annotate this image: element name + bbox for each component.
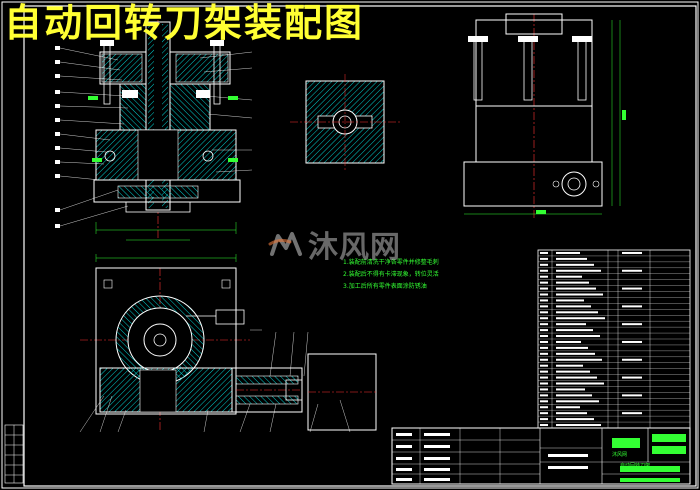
parts-row-material — [622, 358, 642, 361]
parts-row-number — [540, 257, 548, 260]
parts-row-text — [556, 323, 586, 326]
parts-row-number — [540, 251, 548, 254]
parts-row-number — [540, 418, 548, 421]
parts-row-number — [540, 293, 548, 296]
parts-list — [537, 249, 691, 429]
parts-row-number — [540, 358, 548, 361]
title-block — [391, 427, 691, 485]
parts-row-number — [540, 263, 548, 266]
parts-row-text — [556, 317, 605, 320]
parts-row-material — [622, 287, 642, 290]
parts-row-number — [540, 340, 548, 343]
parts-row-number — [540, 275, 548, 278]
parts-row-material — [622, 412, 642, 415]
title-block-drawing-name: 自动回转刀架 — [620, 463, 651, 469]
parts-row-number — [540, 394, 548, 397]
parts-row-text — [556, 335, 600, 338]
parts-row-material — [622, 269, 642, 272]
parts-row-text — [556, 382, 604, 385]
inner-frame — [23, 5, 697, 487]
parts-row-text — [556, 329, 593, 332]
parts-row-number — [540, 317, 548, 320]
parts-row-number — [540, 299, 548, 302]
parts-row-text — [556, 376, 597, 379]
technical-notes: 1.装配前清洗干净各零件并修整毛刺 2.装配后不得有卡滞现象，转位灵活 3.加工… — [343, 257, 533, 293]
parts-row-number — [540, 346, 548, 349]
parts-row-number — [540, 352, 548, 355]
parts-row-number — [540, 281, 548, 284]
top-view — [79, 254, 377, 433]
parts-row-text — [556, 311, 598, 314]
parts-row-text — [556, 257, 587, 260]
parts-row-text — [556, 293, 603, 296]
parts-row-number — [540, 370, 548, 373]
parts-row-text — [556, 263, 594, 266]
parts-row-number — [540, 406, 548, 409]
parts-row-text — [556, 269, 601, 272]
parts-row-text — [556, 394, 592, 397]
parts-row-number — [540, 287, 548, 290]
parts-row-text — [556, 406, 580, 409]
parts-row-text — [556, 364, 583, 367]
note-line-1: 1.装配前清洗干净各零件并修整毛刺 — [343, 259, 439, 266]
parts-row-text — [556, 358, 602, 361]
parts-row-number — [540, 376, 548, 379]
parts-row-text — [556, 388, 585, 391]
parts-row-material — [622, 394, 642, 397]
parts-row-number — [540, 311, 548, 314]
side-view — [463, 13, 626, 220]
parts-row-material — [622, 323, 642, 326]
mufeng-logo-icon — [268, 232, 302, 256]
parts-row-text — [556, 305, 591, 308]
parts-row-text — [556, 251, 580, 254]
parts-row-text — [556, 287, 596, 290]
detail-section-view — [290, 74, 400, 170]
parts-row-number — [540, 412, 548, 415]
parts-row-text — [556, 299, 584, 302]
binding-strip — [4, 424, 24, 484]
parts-row-text — [556, 370, 590, 373]
parts-row-text — [556, 424, 601, 427]
parts-row-number — [540, 335, 548, 338]
watermark: 沐风网 — [268, 228, 401, 265]
front-section-view — [55, 20, 253, 241]
parts-row-text — [556, 400, 599, 403]
parts-row-material — [622, 340, 642, 343]
parts-row-text — [556, 281, 589, 284]
parts-row-number — [540, 400, 548, 403]
parts-row-number — [540, 269, 548, 272]
parts-row-material — [622, 251, 642, 254]
title-block-company: 沐风网 — [612, 452, 628, 458]
parts-row-text — [556, 275, 582, 278]
parts-row-number — [540, 305, 548, 308]
parts-row-text — [556, 352, 595, 355]
drawing-title: 自动回转刀架装配图 — [4, 1, 365, 45]
parts-row-text — [556, 418, 594, 421]
note-line-3: 3.加工后所有零件表面涂防锈油 — [343, 283, 427, 290]
parts-row-material — [622, 376, 642, 379]
parts-row-material — [622, 305, 642, 308]
parts-row-number — [540, 382, 548, 385]
parts-row-number — [540, 424, 548, 427]
parts-row-text — [556, 412, 587, 415]
parts-row-number — [540, 329, 548, 332]
watermark-text: 沐风网 — [308, 230, 401, 265]
note-line-2: 2.装配后不得有卡滞现象，转位灵活 — [343, 271, 439, 278]
parts-row-text — [556, 340, 581, 343]
parts-row-text — [556, 346, 588, 349]
parts-row-number — [540, 364, 548, 367]
parts-row-number — [540, 388, 548, 391]
parts-row-number — [540, 323, 548, 326]
